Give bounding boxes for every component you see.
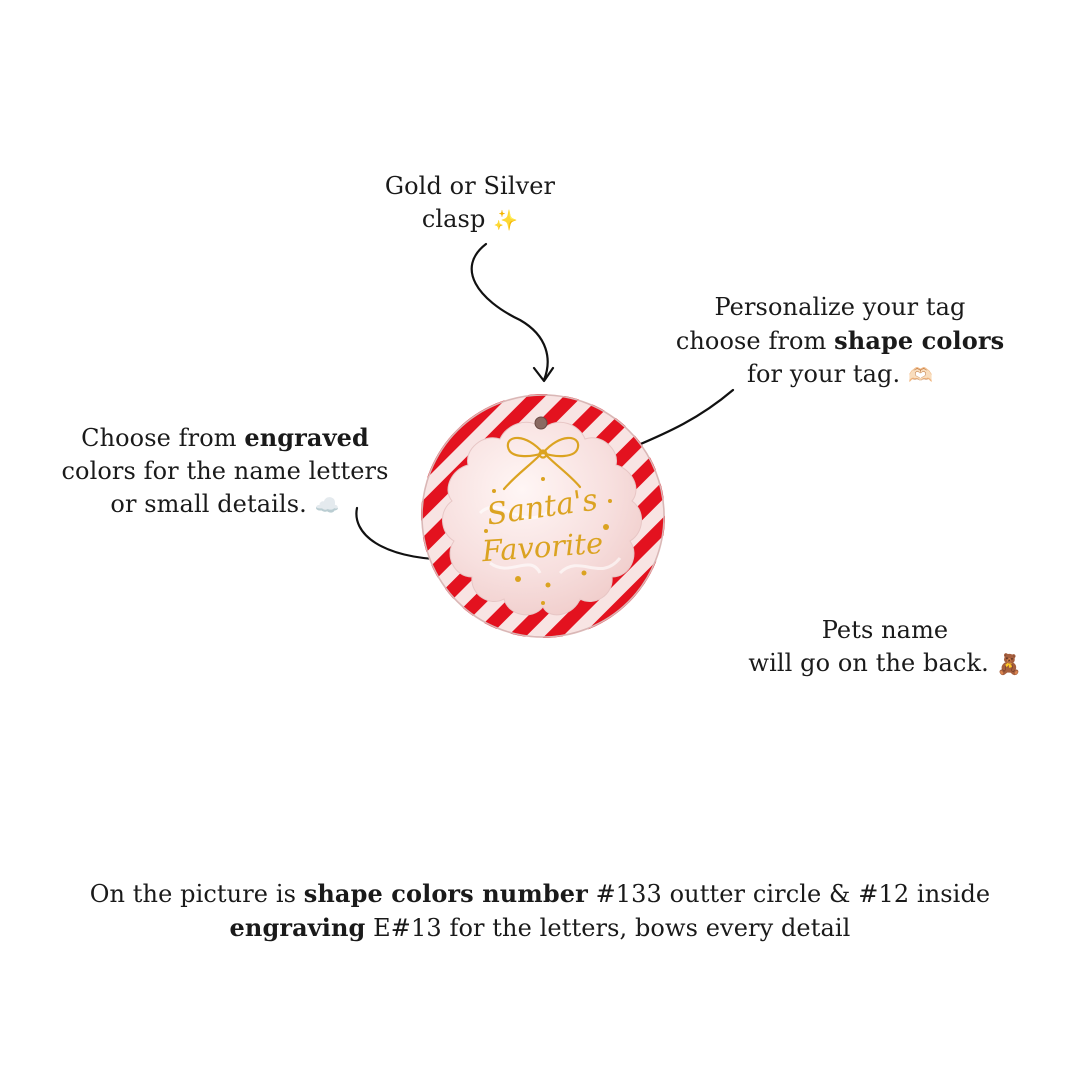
teddy-bear-icon: 🧸: [996, 652, 1022, 676]
engraved-note-line2: colors for the name letters: [61, 457, 389, 485]
clasp-arrow: [470, 242, 549, 382]
sparkles-icon: ✨: [493, 208, 519, 232]
shape-colors-note: Personalize your tag choose from shape c…: [640, 291, 1040, 392]
heart-hands-icon: 🫶🏻: [907, 363, 933, 387]
name-note-line2: will go on the back.: [748, 649, 989, 677]
name-note-line1: Pets name: [821, 616, 949, 644]
footer-line1-text-a: On the picture is: [89, 880, 304, 908]
clasp-arrow-head: [532, 366, 555, 383]
clasp-hole: [534, 416, 548, 430]
footer-line2-bold: engraving: [229, 913, 366, 942]
bow-engraving: [502, 436, 582, 491]
pets-name-note: Pets name will go on the back. 🧸: [730, 614, 1040, 681]
clasp-note: Gold or Silver clasp ✨: [340, 170, 600, 237]
shape-note-line3: for your tag.: [747, 360, 901, 388]
cloud-icon: ☁️: [314, 493, 340, 517]
pet-tag: Santa's Favorite: [421, 394, 665, 638]
engraved-note-line1-bold: engraved: [244, 423, 369, 452]
small-details-engraving: [484, 477, 612, 605]
footer-line2-text: E#13 for the letters, bows every detail: [365, 914, 851, 942]
clasp-note-line2: clasp: [421, 205, 486, 233]
footer-line1-text-b: #133 outter circle & #12 inside: [587, 880, 991, 908]
engraved-note-line3: or small details.: [110, 490, 307, 518]
engraved-colors-note: Choose from engraved colors for the name…: [40, 421, 410, 522]
engraved-note-line1-text: Choose from: [81, 424, 245, 452]
shape-note-line2-bold: shape colors: [834, 326, 1005, 355]
shape-note-line1: Personalize your tag: [714, 293, 966, 321]
shape-note-line2-text: choose from: [675, 327, 835, 355]
footer-description: On the picture is shape colors number #1…: [60, 877, 1020, 945]
footer-line1-bold: shape colors number: [303, 879, 588, 908]
clasp-note-line1: Gold or Silver: [384, 172, 556, 200]
